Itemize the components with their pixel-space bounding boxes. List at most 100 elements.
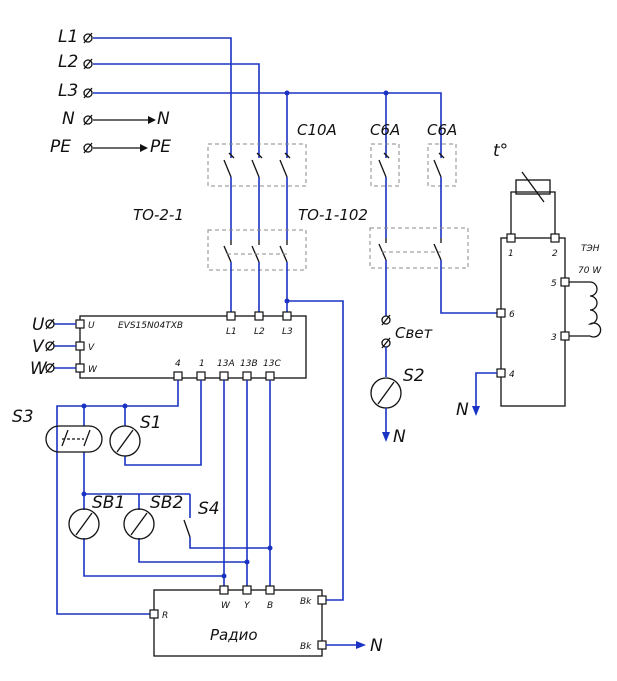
switch-s4-label: S4 [198,499,220,519]
n-pe-arrows [93,116,156,152]
light-label: Свет [395,324,434,342]
motor-label-v: V [32,337,45,357]
heater-box [500,237,566,407]
breaker-c6a-poles [378,150,445,238]
radio-supply-wire [284,298,344,601]
contactor-to-2-1-poles [223,240,288,316]
contactor-to-1-102-label: ТО-1-102 [298,206,368,224]
drive-terminal-u [75,319,85,329]
drive-label-v: V [88,343,95,353]
label-n-in: N [62,109,75,129]
lamp-s2-label: S2 [403,366,425,386]
motor-out-wires [45,318,76,374]
radio-label-b: B [267,601,273,611]
radio-name: Радио [210,626,258,644]
heater-label-2: 2 [552,249,558,259]
light-neutral-label: N [393,427,406,447]
light-branch [370,260,402,442]
breaker-c6a-1-label: C6A [370,121,400,139]
drive-label-u: U [88,321,95,331]
contactor-to-1-102-frame [369,227,469,269]
phase-bus [93,37,442,150]
button-sb2 [123,508,155,540]
breaker-c6a-2-frame [427,143,457,187]
lamp-s1 [109,425,141,457]
radio-terminal-r [149,609,159,619]
heater-label-6: 6 [509,310,515,320]
label-pe-in: PE [50,137,71,157]
radio-terminal-w [219,585,229,595]
drive-terminal-4 [173,371,183,381]
contactor-to-1-102-poles [378,238,442,261]
drive-label-l2: L2 [254,327,265,337]
radio-box [153,589,323,657]
drive-model: EVS15N04TXB [118,321,183,331]
radio-neutral-label: N [370,636,383,656]
heater-terminal-4 [496,368,506,378]
heater-coil [569,281,602,338]
heater-label-1: 1 [508,249,514,259]
heater-label-4: 4 [509,370,515,380]
breaker-c10a-poles [223,150,291,240]
radio-terminal-b [265,585,275,595]
label-l3: L3 [58,81,78,101]
drive-terminal-w [75,363,85,373]
contactor-to-2-1-frame [207,229,307,271]
heater-terminal-1 [506,233,516,243]
radio-label-bk1: Bk [300,597,312,607]
radio-neutral [326,641,366,649]
switch-s3-label: S3 [12,407,34,427]
drive-terminal-l3 [282,311,292,321]
drive-label-1: 1 [199,359,205,369]
heater-wire [440,260,503,314]
heater-terminal-3 [560,331,570,341]
switch-s4 [183,519,191,538]
drive-label-4: 4 [175,359,181,369]
drive-terminal-13b [242,371,252,381]
thermostat-label: t° [493,141,508,161]
drive-terminal-l1 [226,311,236,321]
label-n-out: N [157,109,170,129]
radio-terminal-bk1 [317,595,327,605]
heater-neutral-label: N [456,400,469,420]
drive-label-13b: 13B [240,359,258,369]
breaker-c10a-frame [207,143,307,187]
drive-terminal-1 [196,371,206,381]
contactor-to-2-1-label: ТО-2-1 [133,206,184,224]
button-sb1-label: SB1 [92,493,125,513]
drive-label-13c: 13C [263,359,281,369]
label-l1: L1 [58,27,78,47]
button-sb1 [68,508,100,540]
radio-terminal-bk2 [317,640,327,650]
breaker-c10a-label: C10A [297,121,337,139]
heater-terminal-5 [560,277,570,287]
radio-terminal-y [242,585,252,595]
drive-terminal-13a [219,371,229,381]
heater-label-3: 3 [551,333,557,343]
breaker-c6a-2-label: C6A [427,121,457,139]
radio-label-r: R [162,611,168,621]
heater-power: 70 W [578,266,602,276]
switch-s3 [45,425,103,453]
motor-label-w: W [30,359,48,379]
label-l2: L2 [58,52,78,72]
heater-neutral [472,372,497,416]
drive-terminal-13c [265,371,275,381]
motor-label-u: U [32,315,45,335]
radio-label-bk2: Bk [300,642,312,652]
heater-terminal-6 [496,308,506,318]
drive-terminal-v [75,341,85,351]
radio-label-w: W [221,601,231,611]
control-wiring [56,380,273,615]
lamp-s1-label: S1 [140,413,162,433]
drive-label-l3: L3 [282,327,293,337]
heater-name: ТЭН [581,244,600,254]
drive-label-l1: L1 [226,327,237,337]
drive-terminal-l2 [254,311,264,321]
drive-label-13a: 13A [217,359,235,369]
breaker-c6a-1-frame [370,143,400,187]
drive-label-w: W [88,365,98,375]
thermostat-symbol [510,171,556,234]
